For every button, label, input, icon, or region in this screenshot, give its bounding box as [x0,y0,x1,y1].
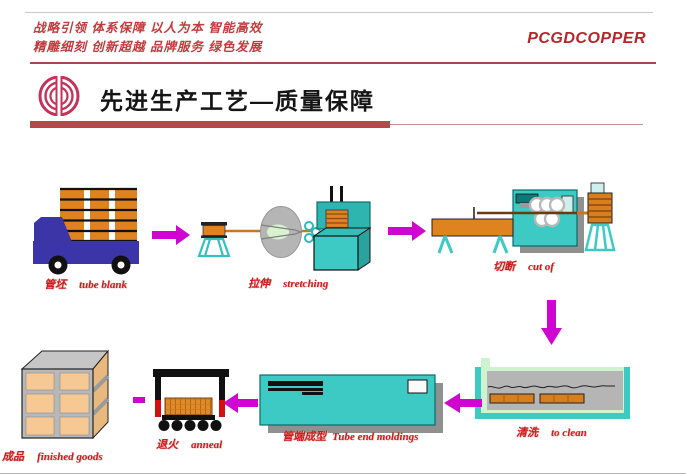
tube-end-molding-machine-illustration [259,374,443,433]
flow-arrow-right-2 [388,221,426,241]
stretching-machine-illustration [197,186,372,271]
header-divider-line [30,62,656,64]
annealing-furnace-illustration [153,369,229,431]
header-slogans: 战略引领 体系保障 以人为本 智能高效 精雕细刻 创新超越 品牌服务 绿色发展 [33,19,262,57]
title-underline-bar [30,121,390,128]
tube-blank-truck-illustration [33,187,139,275]
slogan-line-2: 精雕细刻 创新超越 品牌服务 绿色发展 [33,40,263,54]
page-title: 先进生产工艺—质量保障 [100,88,375,114]
finished-goods-rack-illustration [20,349,110,440]
slogan-line-1: 战略引领 体系保障 以人为本 智能高效 [33,21,263,35]
cut-off-machine-illustration [431,182,616,254]
flow-arrow-left-1 [444,393,482,413]
cleaning-tank-illustration [475,358,630,419]
title-underline-extension [390,124,643,125]
top-divider-line [25,12,653,13]
flow-arrow-left-2 [223,393,258,413]
flow-arrow-dash [133,397,145,403]
flow-arrow-right-1 [152,225,190,245]
company-emblem-icon [38,72,80,120]
brand-logotype: PCGDCOPPER [527,30,646,47]
flow-arrow-down [541,300,562,345]
